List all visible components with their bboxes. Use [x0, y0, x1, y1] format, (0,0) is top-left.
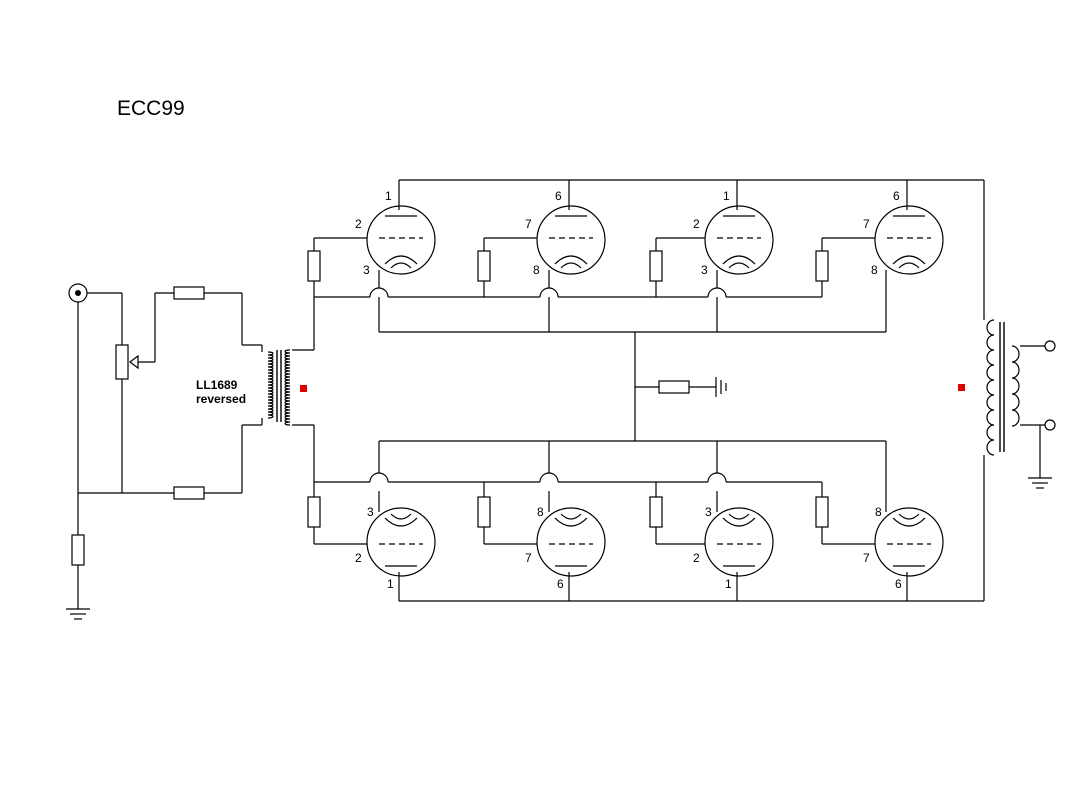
transformer-label-1: LL1689: [196, 378, 238, 392]
resistor-icon: [71, 534, 85, 566]
vacuum-tube-icon: 6 7 8: [525, 189, 606, 277]
vacuum-tube-icon: 1 2 3: [355, 505, 436, 591]
diagram-title: ECC99: [117, 97, 185, 120]
resistor-icon: [173, 486, 205, 500]
resistor-icon: [815, 496, 829, 528]
pin-label-cathode: 8: [875, 505, 882, 519]
potentiometer-icon: [115, 293, 156, 493]
pin-label-anode: 1: [723, 189, 730, 203]
pin-label-cathode: 8: [537, 505, 544, 519]
pin-label-grid: 2: [355, 551, 362, 565]
pin-label-anode: 6: [555, 189, 562, 203]
ground-icon: [1028, 477, 1052, 489]
pin-label-anode: 1: [725, 577, 732, 591]
resistor-icon: [649, 250, 663, 282]
resistor-icon: [477, 250, 491, 282]
resistor-icon: [307, 496, 321, 528]
ground-icon: [66, 608, 90, 620]
pin-label-cathode: 8: [871, 263, 878, 277]
pin-label-grid: 2: [355, 217, 362, 231]
pin-label-anode: 6: [557, 577, 564, 591]
vacuum-tube-icon: 1 2 3: [693, 189, 774, 277]
pin-label-grid: 2: [693, 551, 700, 565]
pin-label-grid: 7: [525, 217, 532, 231]
vacuum-tube-icon: 1 2 3: [693, 505, 774, 591]
vacuum-tube-icon: 6 7 8: [863, 189, 944, 277]
vacuum-tube-icon: 1 2 3: [355, 189, 436, 277]
resistor-icon: [477, 496, 491, 528]
pin-label-anode: 1: [385, 189, 392, 203]
input-transformer-icon: [267, 349, 307, 426]
pin-label-cathode: 3: [701, 263, 708, 277]
pin-label-cathode: 3: [363, 263, 370, 277]
resistor-icon: [815, 250, 829, 282]
input-jack-icon: [68, 283, 122, 303]
output-transformer-icon: [958, 319, 1056, 478]
transformer-label-2: reversed: [196, 392, 246, 406]
resistor-icon: [173, 286, 205, 300]
resistor-icon: [649, 496, 663, 528]
ground-icon: [715, 377, 727, 397]
resistor-icon: [658, 380, 690, 394]
pin-label-cathode: 3: [367, 505, 374, 519]
pin-label-anode: 6: [895, 577, 902, 591]
pin-label-cathode: 3: [705, 505, 712, 519]
pin-label-anode: 1: [387, 577, 394, 591]
pin-label-grid: 2: [693, 217, 700, 231]
vacuum-tube-icon: 6 7 8: [525, 505, 606, 591]
pin-label-grid: 7: [525, 551, 532, 565]
resistor-icon: [307, 250, 321, 282]
pin-label-cathode: 8: [533, 263, 540, 277]
pin-label-grid: 7: [863, 217, 870, 231]
pin-label-grid: 7: [863, 551, 870, 565]
pin-label-anode: 6: [893, 189, 900, 203]
vacuum-tube-icon: 6 7 8: [863, 505, 944, 591]
